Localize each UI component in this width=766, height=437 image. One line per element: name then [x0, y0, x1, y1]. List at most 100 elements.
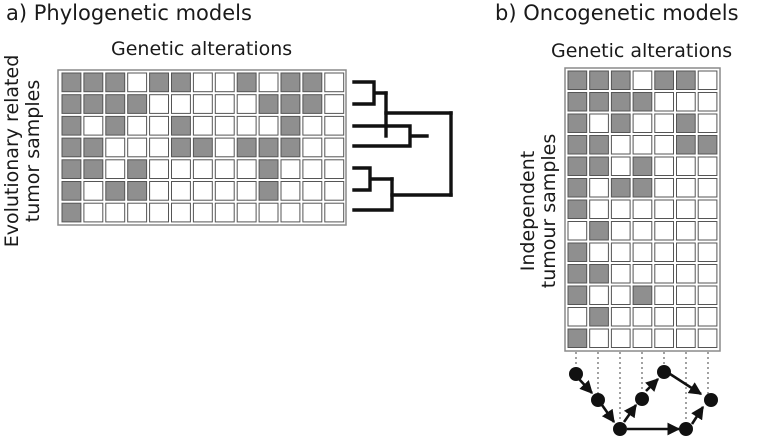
panel-a-cell-r2-c4: [127, 94, 148, 114]
panel-a-cell-r4-c13: [324, 137, 345, 158]
panel-b-cell-r11-c7: [697, 285, 718, 305]
panel-b-cell-r8-c5: [654, 221, 674, 241]
panel-b-cell-r5-c4: [632, 156, 653, 176]
panel-a-cell-r6-c2: [83, 181, 104, 201]
graph-node-4: [635, 392, 649, 406]
panel-a-cell-r5-c4: [127, 159, 148, 180]
panel-b-cell-r13-c4: [632, 328, 653, 348]
graph-node-7: [704, 393, 718, 407]
panel-b-cell-r12-c7: [697, 307, 718, 327]
panel-b-cell-r6-c1: [567, 178, 588, 198]
panel-a-cell-r6-c9: [236, 181, 257, 201]
panel-b-cell-r7-c3: [610, 199, 631, 219]
edge-3-4: [622, 403, 638, 423]
panel-b-cell-r8-c7: [697, 221, 718, 241]
panel-a-cell-r3-c5: [149, 115, 170, 136]
panel-a-cell-r5-c11: [280, 159, 301, 180]
panel-b-cell-r6-c7: [697, 178, 718, 198]
panel-b-grid-title: Genetic alterations: [551, 40, 733, 62]
tree-leaf-7: [352, 177, 394, 212]
panel-b-cell-r10-c4: [632, 264, 653, 284]
panel-a-cell-r7-c11: [280, 202, 301, 223]
panel-b-cell-r4-c3: [610, 135, 631, 155]
panel-a-cell-r7-c5: [149, 202, 170, 223]
panel-b-cell-r13-c7: [697, 328, 718, 348]
panel-b-cell-r3-c3: [610, 113, 631, 133]
panel-b-cell-r10-c2: [589, 264, 609, 284]
panel-a-cell-r4-c5: [149, 137, 170, 158]
panel-a-cell-r5-c6: [171, 159, 191, 180]
panel-a-cell-r6-c11: [280, 181, 301, 201]
panel-a-cell-r6-c10: [258, 181, 279, 201]
panel-a-cell-r1-c6: [171, 72, 191, 93]
panel-a-cell-r6-c1: [61, 181, 82, 201]
panel-a-cell-r4-c11: [280, 137, 301, 158]
graph-node-1: [569, 367, 583, 381]
tree-clade-3: [352, 166, 394, 192]
panel-a-cell-r5-c9: [236, 159, 257, 180]
panel-a-cell-r6-c8: [214, 181, 235, 201]
panel-b-cell-r9-c7: [697, 242, 718, 262]
panel-a-cell-r2-c13: [324, 94, 345, 114]
panel-b-cell-r3-c5: [654, 113, 674, 133]
panel-a-cell-r7-c4: [127, 202, 148, 223]
panel-a-cell-r5-c13: [324, 159, 345, 180]
panel-a-cell-r6-c6: [171, 181, 191, 201]
panel-a-cell-r7-c9: [236, 202, 257, 223]
panel-b-cell-r12-c6: [676, 307, 696, 327]
panel-a-cell-r1-c8: [214, 72, 235, 93]
panel-a-cell-r3-c3: [105, 115, 126, 136]
panel-b-cell-r2-c1: [567, 92, 588, 112]
panel-b-cell-r12-c2: [589, 307, 609, 327]
panel-a-cell-r3-c1: [61, 115, 82, 136]
panel-b-cell-r4-c2: [589, 135, 609, 155]
panel-a-cell-r4-c10: [258, 137, 279, 158]
panel-b-cell-r13-c2: [589, 328, 609, 348]
panel-b-cell-r4-c1: [567, 135, 588, 155]
panel-b-cell-r8-c2: [589, 221, 609, 241]
panel-a-cell-r4-c1: [61, 137, 82, 158]
panel-b-cell-r13-c3: [610, 328, 631, 348]
panel-b-cell-r1-c5: [654, 70, 674, 90]
panel-a-cell-r4-c6: [171, 137, 191, 158]
panel-b-cell-r13-c6: [676, 328, 696, 348]
panel-b-cell-r1-c1: [567, 70, 588, 90]
panel-b-cell-r1-c2: [589, 70, 609, 90]
panel-b-cell-r3-c1: [567, 113, 588, 133]
panel-b-cell-r9-c2: [589, 242, 609, 262]
panel-a-cell-r6-c12: [302, 181, 323, 201]
panel-a-cell-r2-c3: [105, 94, 126, 114]
panel-a-cell-r3-c11: [280, 115, 301, 136]
panel-a-cell-r4-c4: [127, 137, 148, 158]
panel-a-cell-r3-c7: [192, 115, 213, 136]
panel-b-grid: [567, 70, 718, 348]
panel-a-cell-r1-c13: [324, 72, 345, 93]
panel-a-cell-r2-c2: [83, 94, 104, 114]
panel-b-cell-r7-c7: [697, 199, 718, 219]
panel-a-cell-r7-c3: [105, 202, 126, 223]
panel-b-cell-r2-c6: [676, 92, 696, 112]
panel-a-cell-r1-c2: [83, 72, 104, 93]
panel-a-cell-r5-c7: [192, 159, 213, 180]
panel-a-cell-r5-c5: [149, 159, 170, 180]
panel-b-cell-r5-c6: [676, 156, 696, 176]
panel-a-cell-r6-c7: [192, 181, 213, 201]
panel-b-cell-r5-c5: [654, 156, 674, 176]
graph-node-2: [591, 393, 605, 407]
panel-b-cell-r12-c4: [632, 307, 653, 327]
panel-a-cell-r4-c7: [192, 137, 213, 158]
edge-5-7: [669, 372, 703, 396]
panel-a-cell-r1-c1: [61, 72, 82, 93]
panel-a-cell-r3-c2: [83, 115, 104, 136]
panel-b-cell-r11-c6: [676, 285, 696, 305]
panel-b-cell-r9-c3: [610, 242, 631, 262]
panel-b-cell-r7-c6: [676, 199, 696, 219]
panel-a-cell-r6-c3: [105, 181, 126, 201]
panel-a-cell-r6-c5: [149, 181, 170, 201]
panel-a-title: a) Phylogenetic models: [6, 1, 252, 25]
panel-a-cell-r2-c6: [171, 94, 191, 114]
graph-node-6: [679, 422, 693, 436]
panel-b-cell-r5-c2: [589, 156, 609, 176]
panel-b-cell-r12-c5: [654, 307, 674, 327]
